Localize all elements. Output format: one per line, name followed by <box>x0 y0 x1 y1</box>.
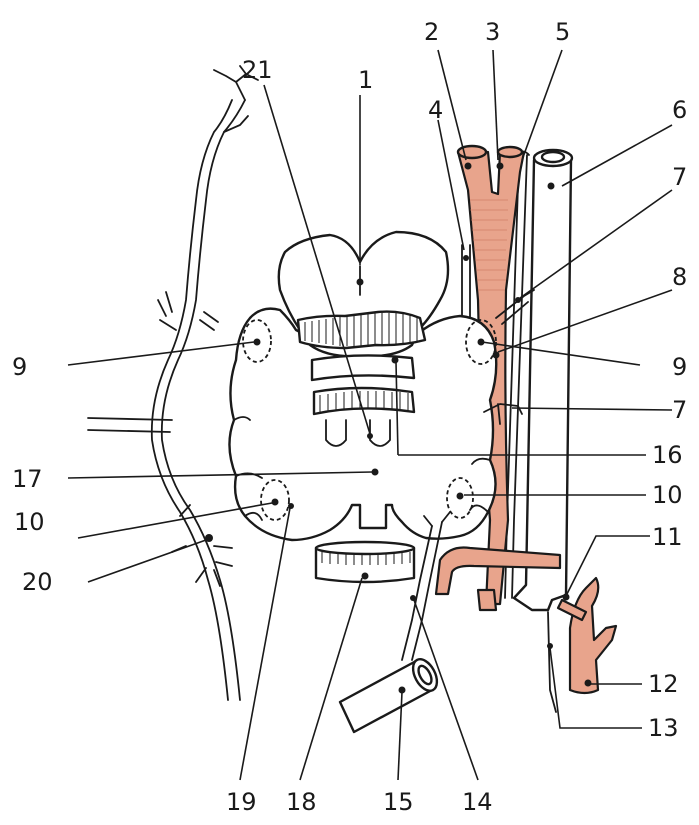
label-6: 6 <box>672 96 687 124</box>
label-14: 14 <box>462 788 493 816</box>
label-16: 16 <box>652 441 683 469</box>
dot-17 <box>372 469 379 476</box>
label-12: 12 <box>648 670 679 698</box>
label-13: 13 <box>648 714 679 742</box>
label-3: 3 <box>485 18 500 46</box>
cricoid-cartilage <box>298 312 425 348</box>
artery-12-dot <box>585 680 592 687</box>
label-7-upper: 7 <box>672 163 687 191</box>
internal-jugular-vein <box>514 150 572 610</box>
label-18: 18 <box>286 788 317 816</box>
label-9-left: 9 <box>12 353 27 381</box>
label-20: 20 <box>22 568 53 596</box>
label-10-left: 10 <box>14 508 45 536</box>
vein-15 <box>340 655 442 732</box>
label-4: 4 <box>428 96 443 124</box>
label-17: 17 <box>12 465 43 493</box>
vein-6-dot <box>548 183 555 190</box>
label-11: 11 <box>652 523 683 551</box>
label-7-lower: 7 <box>672 396 687 424</box>
label-1: 1 <box>358 66 373 94</box>
trachea-base <box>316 542 414 582</box>
label-8: 8 <box>672 263 687 291</box>
ganglion-20-dot <box>205 534 213 542</box>
cartilage-16-dot <box>392 357 399 364</box>
nerve-4-dot <box>463 255 469 261</box>
artery-2-dot <box>465 163 472 170</box>
label-9-right: 9 <box>672 353 687 381</box>
artery-3-dot <box>497 163 504 170</box>
dot-14 <box>410 595 416 601</box>
cartilage-1-dot <box>357 279 364 286</box>
dot-19 <box>288 503 294 509</box>
label-2: 2 <box>424 18 439 46</box>
label-10-right: 10 <box>652 481 683 509</box>
label-19: 19 <box>226 788 257 816</box>
label-15: 15 <box>383 788 414 816</box>
label-21: 21 <box>242 56 273 84</box>
label-5: 5 <box>555 18 570 46</box>
